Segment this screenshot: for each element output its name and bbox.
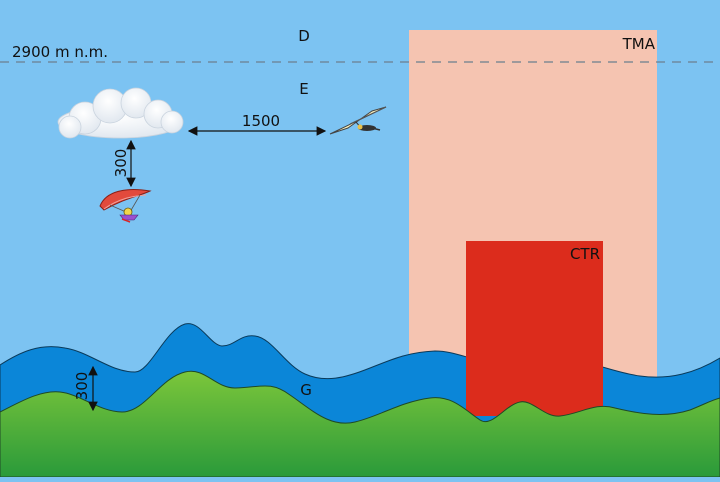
ctr-label: CTR [570,245,600,263]
tma-label: TMA [622,35,656,53]
hang-glider-icon [329,106,387,135]
paraglider-icon [99,189,152,223]
terrain-height-label: 300 [73,372,91,401]
vertical-distance-label: 300 [112,149,130,178]
class-g-label: G [300,381,312,399]
ctr-zone [466,241,603,416]
cloud-icon [57,87,184,139]
class-e-label: E [299,80,308,98]
class-d-label: D [298,27,310,45]
terrain [0,370,720,478]
horizontal-distance-label: 1500 [242,112,280,130]
altitude-line-label: 2900 m n.m. [12,43,108,61]
